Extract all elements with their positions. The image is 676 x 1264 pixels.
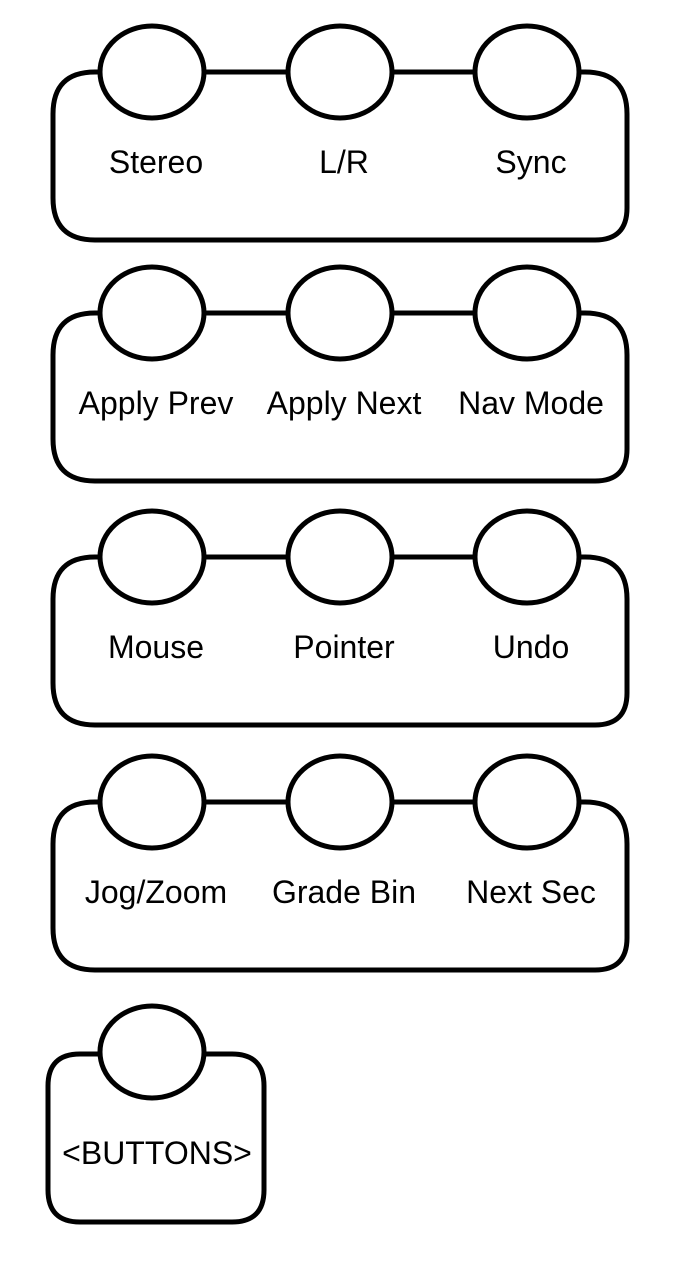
button-label: Pointer [293, 629, 395, 665]
button-circle [472, 753, 582, 851]
button-group: Mouse Pointer Undo [50, 508, 630, 728]
button-label: Sync [495, 144, 566, 180]
button-label: Grade Bin [272, 874, 416, 910]
button-circle [472, 264, 582, 362]
button-label: Stereo [109, 144, 203, 180]
legend-label: <BUTTONS> [62, 1135, 252, 1171]
group-box [50, 799, 630, 973]
button-label: Jog/Zoom [85, 874, 227, 910]
button-circle [97, 508, 207, 606]
group-box [50, 310, 630, 484]
button-label: Next Sec [466, 874, 596, 910]
button-label: L/R [319, 144, 369, 180]
legend-box [45, 1051, 267, 1225]
button-group: Stereo L/R Sync [50, 23, 630, 243]
button-circle [97, 23, 207, 121]
legend-button-circle [97, 1003, 207, 1101]
button-circle [472, 23, 582, 121]
button-label: Apply Prev [79, 385, 234, 421]
button-circle [285, 508, 395, 606]
group-box [50, 554, 630, 728]
button-circle [285, 753, 395, 851]
button-label: Mouse [108, 629, 204, 665]
button-circle [472, 508, 582, 606]
button-label: Undo [493, 629, 570, 665]
button-circle [97, 753, 207, 851]
button-circle [97, 264, 207, 362]
button-circle [285, 23, 395, 121]
button-group: Apply Prev Apply Next Nav Mode [50, 264, 630, 484]
button-group: Jog/Zoom Grade Bin Next Sec [50, 753, 630, 973]
button-circle [285, 264, 395, 362]
button-label: Apply Next [267, 385, 422, 421]
group-box [50, 69, 630, 243]
button-label: Nav Mode [458, 385, 604, 421]
legend-group: <BUTTONS> [45, 1003, 267, 1225]
